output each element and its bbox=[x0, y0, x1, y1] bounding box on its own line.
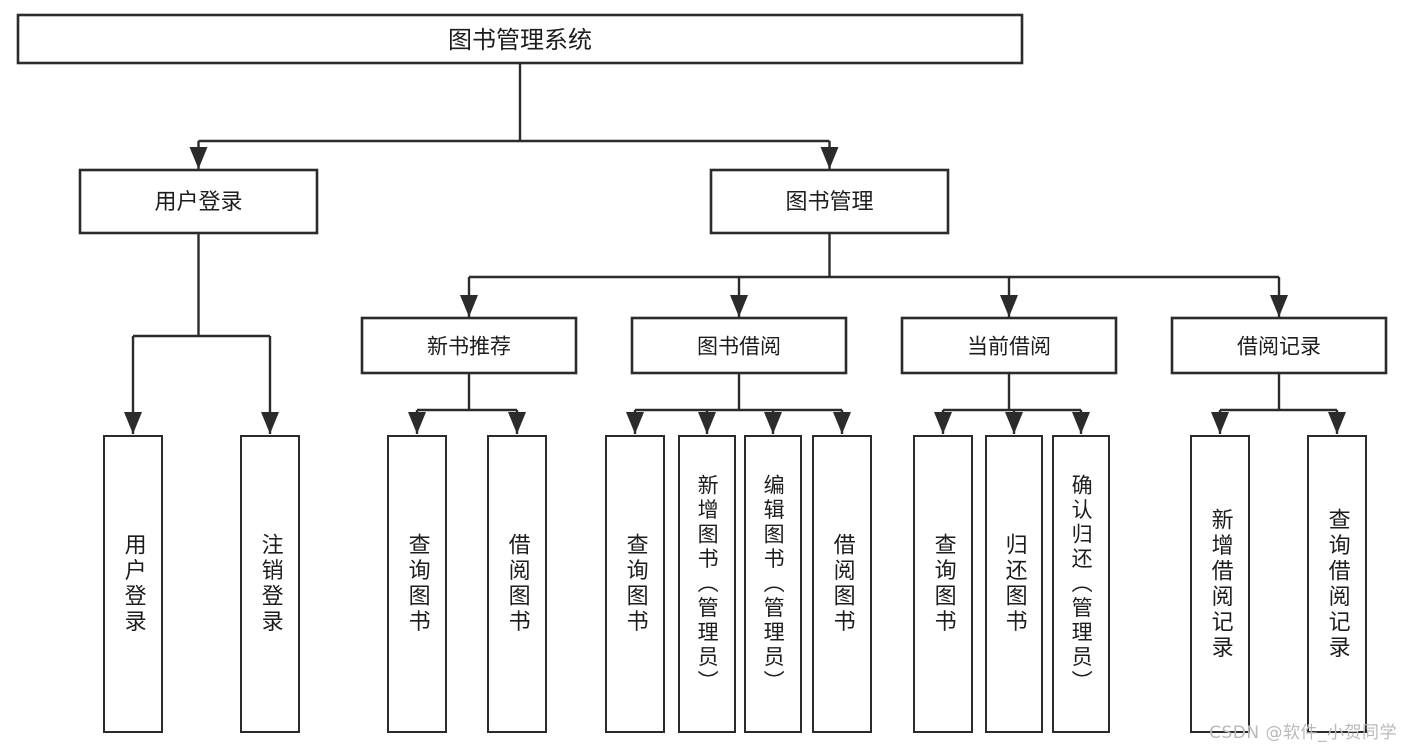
root-node-system[interactable] bbox=[16, 13, 1024, 65]
arrow-bookmanage-current-borrow bbox=[1000, 295, 1018, 317]
arrow-bookmanage-book-borrow bbox=[730, 295, 748, 317]
arrow-userlogin-leaf-logout bbox=[261, 412, 279, 434]
node-box-layer bbox=[16, 13, 1388, 375]
connector-layer bbox=[124, 63, 1346, 434]
arrow-borrow-record-leaf-query-record bbox=[1328, 412, 1346, 434]
node-leaf-logout[interactable]: 注销登录 bbox=[240, 435, 300, 733]
node-book-borrow[interactable] bbox=[630, 316, 848, 375]
node-leaf-query-book-1[interactable]: 查询图书 bbox=[387, 435, 447, 733]
arrow-book-borrow-leaf-borrow-book-2 bbox=[833, 412, 851, 434]
node-leaf-user-login-label: 用户登录 bbox=[120, 533, 146, 635]
node-leaf-logout-label: 注销登录 bbox=[257, 533, 283, 635]
arrow-borrow-record-leaf-add-record bbox=[1211, 412, 1229, 434]
node-current-borrow-label: 当前借阅 bbox=[967, 335, 1051, 359]
node-borrow-record-label: 借阅记录 bbox=[1237, 335, 1321, 359]
node-leaf-query-book-3-label: 查询图书 bbox=[930, 533, 956, 635]
node-new-book-recommend-label: 新书推荐 bbox=[427, 335, 511, 359]
node-leaf-query-book-1-label: 查询图书 bbox=[404, 533, 430, 635]
node-user-login-label: 用户登录 bbox=[154, 190, 242, 215]
arrow-userlogin-leaf-user-login bbox=[124, 412, 142, 434]
node-leaf-borrow-book-2-label: 借阅图书 bbox=[829, 533, 855, 635]
node-leaf-query-record-label: 查询借阅记录 bbox=[1324, 507, 1350, 661]
arrow-bookmanage-borrow-record bbox=[1270, 295, 1288, 317]
node-leaf-add-record-label: 新增借阅记录 bbox=[1207, 507, 1233, 661]
node-leaf-confirm-return-label: 确认归还（管理员） bbox=[1069, 473, 1094, 695]
node-user-login[interactable] bbox=[78, 168, 319, 235]
arrow-new-book-recommend-leaf-query-book-1 bbox=[408, 412, 426, 434]
node-leaf-add-book[interactable]: 新增图书（管理员） bbox=[678, 435, 736, 733]
node-new-book-recommend[interactable] bbox=[360, 316, 578, 375]
arrow-bookmanage-new-book-recommend bbox=[460, 295, 478, 317]
arrow-current-borrow-leaf-query-book-3 bbox=[934, 412, 952, 434]
arrow-current-borrow-leaf-confirm-return bbox=[1072, 412, 1090, 434]
node-leaf-edit-book-label: 编辑图书（管理员） bbox=[761, 473, 786, 695]
node-leaf-user-login[interactable]: 用户登录 bbox=[103, 435, 163, 733]
node-leaf-return-book[interactable]: 归还图书 bbox=[985, 435, 1043, 733]
arrow-new-book-recommend-leaf-borrow-book-1 bbox=[508, 412, 526, 434]
node-leaf-query-book-2-label: 查询图书 bbox=[622, 533, 648, 635]
node-leaf-add-record[interactable]: 新增借阅记录 bbox=[1190, 435, 1250, 733]
node-book-manage-label: 图书管理 bbox=[785, 190, 873, 215]
root-node-system-label: 图书管理系统 bbox=[448, 26, 592, 54]
node-leaf-borrow-book-1-label: 借阅图书 bbox=[504, 533, 530, 635]
node-leaf-query-book-2[interactable]: 查询图书 bbox=[605, 435, 665, 733]
node-leaf-borrow-book-2[interactable]: 借阅图书 bbox=[812, 435, 872, 733]
arrow-book-borrow-leaf-add-book bbox=[698, 412, 716, 434]
arrow-root-user-login bbox=[189, 147, 208, 169]
csdn-watermark: CSDN @软件_小贺同学 bbox=[1209, 723, 1397, 743]
node-leaf-return-book-label: 归还图书 bbox=[1001, 533, 1027, 635]
node-book-manage[interactable] bbox=[709, 168, 950, 235]
node-leaf-add-book-label: 新增图书（管理员） bbox=[695, 473, 720, 695]
node-leaf-borrow-book-1[interactable]: 借阅图书 bbox=[487, 435, 547, 733]
arrow-book-borrow-leaf-edit-book bbox=[764, 412, 782, 434]
node-leaf-confirm-return[interactable]: 确认归还（管理员） bbox=[1052, 435, 1110, 733]
arrow-book-borrow-leaf-query-book-2 bbox=[626, 412, 644, 434]
node-current-borrow[interactable] bbox=[900, 316, 1118, 375]
node-leaf-edit-book[interactable]: 编辑图书（管理员） bbox=[744, 435, 802, 733]
node-book-borrow-label: 图书借阅 bbox=[697, 335, 781, 359]
node-leaf-query-record[interactable]: 查询借阅记录 bbox=[1307, 435, 1367, 733]
node-leaf-query-book-3[interactable]: 查询图书 bbox=[913, 435, 973, 733]
node-borrow-record[interactable] bbox=[1170, 316, 1388, 375]
arrow-current-borrow-leaf-return-book bbox=[1005, 412, 1023, 434]
arrow-root-book-manage bbox=[820, 147, 839, 169]
